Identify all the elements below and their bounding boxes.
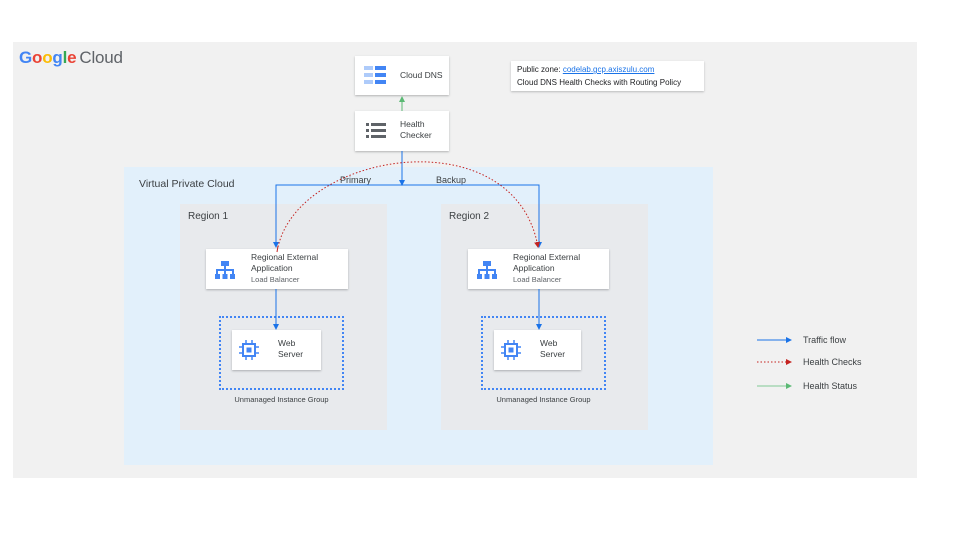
public-zone-prefix: Public zone: (517, 65, 563, 74)
lb2-line3: Load Balancer (513, 275, 562, 284)
load-balancer-2-card[interactable]: Regional External Application Load Balan… (468, 249, 609, 289)
region-1-label: Region 1 (188, 211, 229, 222)
load-balancer-2-label: Regional External Application Load Balan… (513, 252, 580, 285)
public-zone-line: Public zone: codelab.gcp.axiszulu.com (517, 65, 654, 74)
web-server-2-label: Web Server (540, 338, 565, 360)
lb1-line3: Load Balancer (251, 275, 300, 284)
cloud-dns-icon (364, 66, 386, 84)
health-checker-line1: Health (400, 119, 425, 129)
load-balancer-icon (477, 261, 497, 279)
instance-group-2-label: Unmanaged Instance Group (496, 395, 591, 404)
web-server-1-label: Web Server (278, 338, 303, 360)
google-wordmark: Google (19, 48, 77, 67)
load-balancer-1-label: Regional External Application Load Balan… (251, 252, 318, 285)
public-zone-note: Public zone: codelab.gcp.axiszulu.com Cl… (511, 61, 704, 91)
traffic-flow-backup (402, 184, 542, 248)
ws1-line2: Server (278, 349, 304, 359)
primary-edge-label: Primary (340, 175, 371, 185)
legend-health-status: Health Status (803, 381, 858, 391)
lb1-line2: Application (251, 263, 293, 273)
instance-group-2 (481, 316, 606, 390)
cloud-dns-label: Cloud DNS (400, 70, 443, 80)
load-balancer-icon (215, 261, 235, 279)
vpc-label: Virtual Private Cloud (139, 178, 235, 190)
web-server-1-card[interactable]: Web Server (232, 330, 321, 370)
health-check-arc (277, 161, 541, 248)
traffic-flow-primary (273, 184, 402, 248)
health-check-arc-start (276, 245, 279, 253)
load-balancer-1-card[interactable]: Regional External Application Load Balan… (206, 249, 348, 289)
health-checker-card[interactable]: Health Checker (355, 111, 449, 151)
instance-group-1-label: Unmanaged Instance Group (234, 395, 329, 404)
ws2-line1: Web (540, 338, 558, 348)
health-checker-line2: Checker (400, 130, 432, 140)
list-icon (366, 123, 386, 138)
cloud-wordmark: Cloud (79, 48, 123, 67)
chip-icon (501, 340, 521, 360)
lb2-line1: Regional External (513, 252, 581, 262)
legend-health-checks: Health Checks (803, 357, 862, 367)
lb2-line2: Application (513, 263, 555, 273)
legend-traffic-flow: Traffic flow (803, 335, 847, 345)
ws1-line1: Web (278, 338, 296, 348)
lb1-line1: Regional External (251, 252, 319, 262)
public-zone-domain-link[interactable]: codelab.gcp.axiszulu.com (562, 65, 655, 74)
web-server-2-card[interactable]: Web Server (494, 330, 581, 370)
cloud-dns-card[interactable]: Cloud DNS (355, 56, 449, 95)
region-2-label: Region 2 (449, 211, 490, 222)
chip-icon (239, 340, 259, 360)
zone-note-subtitle: Cloud DNS Health Checks with Routing Pol… (517, 78, 682, 87)
instance-group-1 (219, 316, 344, 390)
backup-edge-label: Backup (436, 175, 467, 185)
health-checker-label: Health Checker (400, 119, 432, 141)
ws2-line2: Server (540, 349, 566, 359)
